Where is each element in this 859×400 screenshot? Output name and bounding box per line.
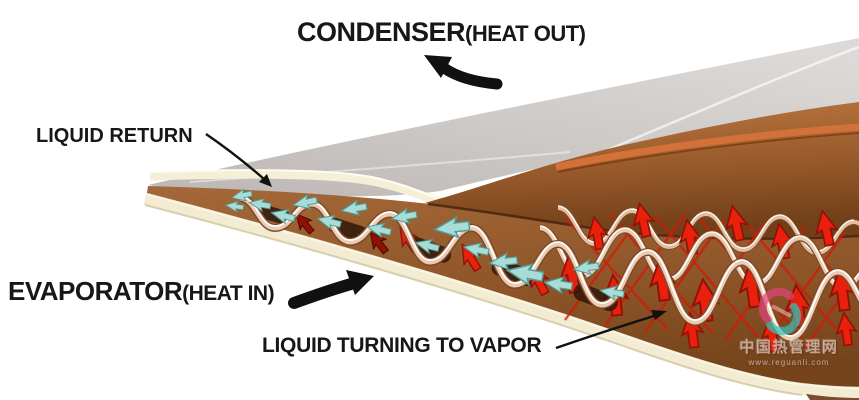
plate-front-edge-shine <box>149 169 439 199</box>
bottom-plate-edge <box>143 193 859 399</box>
heat-in-arrowhead-icon <box>346 270 374 295</box>
heat-in-arrow-icon <box>288 278 357 309</box>
condenser-plate-surface <box>148 38 859 197</box>
heat-out-arrowhead-icon <box>424 55 452 78</box>
heat-out-arrow-icon <box>438 62 503 90</box>
condenser-label: CONDENSER (HEAT OUT) <box>297 17 586 48</box>
evaporator-label-main: EVAPORATOR <box>8 276 183 306</box>
liquid-return-pointer-icon <box>205 133 266 181</box>
liquid-return-label-text: LIQUID RETURN <box>36 125 193 147</box>
watermark-logo-icon <box>758 287 801 335</box>
upper-wick-hump <box>425 102 859 240</box>
condenser-label-qualifier: (HEAT OUT) <box>465 21 586 46</box>
copper-edge-strip <box>555 123 859 171</box>
condenser-label-main: CONDENSER <box>297 17 466 47</box>
liquid-return-label: LIQUID RETURN <box>36 125 193 148</box>
evaporator-label-qualifier: (HEAT IN) <box>182 282 275 305</box>
copper-edge-strip-shadow <box>557 132 859 173</box>
bottom-corner-shadow <box>806 394 859 400</box>
plate-front-edge-cream <box>149 169 446 208</box>
plate-seam-highlight <box>587 45 859 160</box>
liquid-return-pointerhead-icon <box>259 174 272 187</box>
annotation-arrows <box>205 55 667 350</box>
condenser-plate <box>148 38 859 208</box>
liquid-to-vapor-label: LIQUID TURNING TO VAPOR <box>262 334 542 358</box>
bottom-plate-edge-shadow <box>144 204 803 396</box>
evaporator-label: EVAPORATOR (HEAT IN) <box>8 276 275 307</box>
vapor-pointerhead-icon <box>651 310 667 320</box>
liquid-to-vapor-label-text: LIQUID TURNING TO VAPOR <box>262 334 542 357</box>
vapor-pointer-icon <box>555 314 655 350</box>
